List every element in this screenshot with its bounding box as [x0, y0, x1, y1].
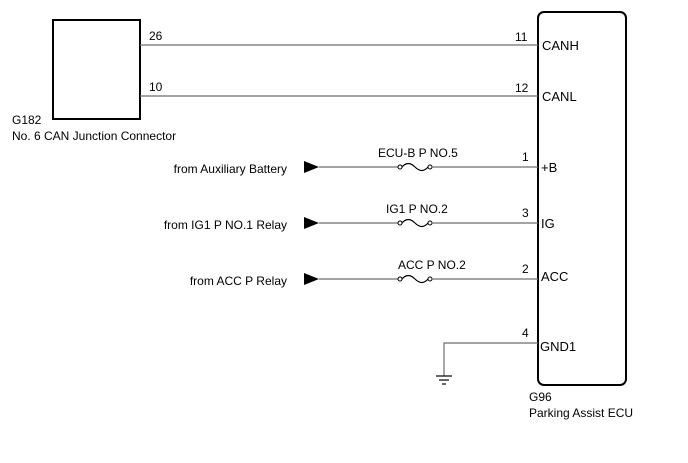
- fuse-acc: ACC P NO.2: [398, 258, 466, 272]
- source-acc-relay: from ACC P Relay: [190, 274, 287, 288]
- fuse-ecu-b: ECU-B P NO.5: [378, 146, 458, 160]
- ecu-name: Parking Assist ECU: [529, 406, 633, 420]
- junction-pin-canl: 10: [149, 80, 163, 94]
- ecu-pin-ig: 3: [522, 206, 529, 220]
- ecu-pin-b: 1: [522, 150, 529, 164]
- ecu-label-acc: ACC: [541, 269, 568, 284]
- ecu-label-gnd: GND1: [540, 339, 576, 354]
- ecu-code: G96: [529, 390, 552, 404]
- junction-connector-box: [52, 19, 141, 120]
- fuse-icon: [401, 162, 429, 172]
- junction-pin-canh: 26: [149, 29, 163, 43]
- ecu-pin-canl: 12: [515, 81, 529, 95]
- ecu-pin-canh: 11: [515, 30, 528, 44]
- arrow-icon: [304, 161, 319, 173]
- junction-code: G182: [12, 113, 42, 127]
- source-ig1-relay: from IG1 P NO.1 Relay: [164, 218, 287, 232]
- ecu-label-b: +B: [541, 160, 557, 175]
- arrow-icon: [304, 217, 319, 229]
- junction-name: No. 6 CAN Junction Connector: [12, 129, 176, 143]
- ground-wire: [443, 342, 538, 376]
- ecu-label-canl: CANL: [542, 89, 577, 104]
- source-auxiliary-battery: from Auxiliary Battery: [174, 162, 287, 176]
- fuse-icon: [401, 218, 429, 228]
- ecu-label-ig: IG: [541, 216, 555, 231]
- ecu-label-canh: CANH: [542, 38, 579, 53]
- fuse-icon: [401, 274, 429, 284]
- ecu-pin-acc: 2: [522, 262, 529, 276]
- ecu-box: [537, 11, 627, 386]
- fuse-ig1: IG1 P NO.2: [386, 202, 448, 216]
- ecu-pin-gnd: 4: [522, 326, 529, 340]
- arrow-icon: [304, 273, 319, 285]
